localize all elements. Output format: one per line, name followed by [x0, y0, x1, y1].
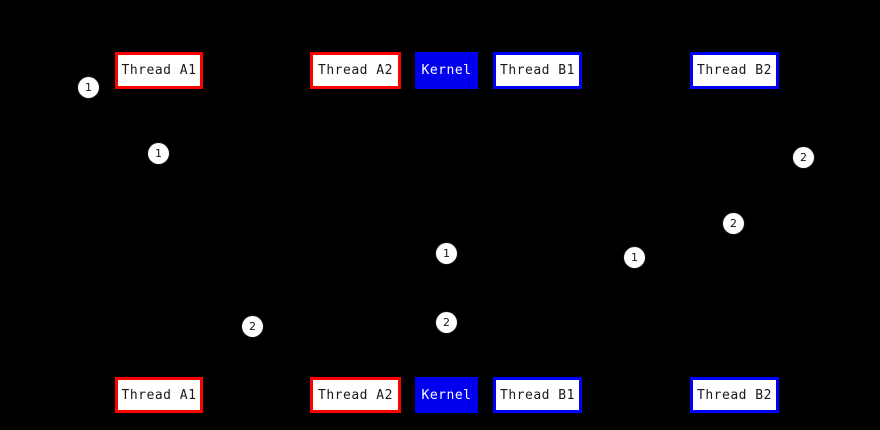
- participant-label: Thread B2: [697, 387, 772, 403]
- participant-thread-b2-bottom[interactable]: Thread B2: [690, 377, 779, 413]
- lifeline-thread-a2: [355, 89, 356, 377]
- participant-thread-b2-top[interactable]: Thread B2: [690, 52, 779, 89]
- lifeline-thread-b1: [537, 89, 538, 377]
- participant-label: Thread B1: [500, 387, 575, 403]
- step-badge-label: 2: [730, 217, 737, 230]
- step-badge-label: 1: [631, 251, 638, 264]
- participant-label: Thread B2: [697, 63, 772, 78]
- lifeline-kernel-anchor: [445, 89, 448, 92]
- participant-label: Kernel: [421, 63, 472, 78]
- lifeline-thread-b1-anchor: [536, 89, 539, 92]
- participant-thread-a1-top[interactable]: Thread A1: [115, 52, 203, 89]
- msg-7-arrowhead: [355, 337, 363, 345]
- lifeline-thread-a1: [159, 89, 160, 377]
- step-badge-label: 1: [155, 147, 162, 160]
- step-badge-label: 2: [800, 151, 807, 164]
- participant-thread-a2-top[interactable]: Thread A2: [310, 52, 401, 89]
- lifeline-thread-b2-anchor: [733, 89, 736, 92]
- msg-3-line: [446, 240, 537, 241]
- step-badge-badge-2-a: 2: [793, 147, 814, 168]
- msg-7-line: [355, 340, 446, 341]
- msg-4-arrowhead: [726, 277, 734, 285]
- participant-label: Thread B1: [500, 63, 575, 78]
- participant-label: Thread A1: [121, 387, 197, 403]
- lifeline-thread-a1-anchor: [158, 374, 161, 377]
- msg-1-arrowhead: [347, 137, 355, 145]
- lifeline-kernel-anchor: [445, 374, 448, 377]
- msg-2-line: [355, 200, 446, 201]
- step-badge-badge-1-a: 1: [78, 77, 99, 98]
- step-badge-badge-2-d: 2: [242, 316, 263, 337]
- step-badge-badge-2-c: 2: [436, 312, 457, 333]
- lifeline-thread-a1-anchor: [158, 89, 161, 92]
- step-badge-badge-1-b: 1: [148, 143, 169, 164]
- participant-kernel-bottom[interactable]: Kernel: [415, 377, 478, 413]
- participant-thread-b1-top[interactable]: Thread B1: [493, 52, 582, 89]
- msg-3-arrowhead: [529, 237, 537, 245]
- lifeline-thread-b1-anchor: [536, 374, 539, 377]
- msg-1-line: [159, 140, 355, 141]
- msg-8-line: [159, 358, 355, 359]
- lifeline-kernel: [446, 89, 447, 377]
- participant-thread-a2-bottom[interactable]: Thread A2: [310, 377, 401, 413]
- msg-6-line: [446, 320, 537, 321]
- participant-thread-a1-bottom[interactable]: Thread A1: [115, 377, 203, 413]
- msg-2-arrowhead: [438, 197, 446, 205]
- participant-label: Thread A1: [121, 63, 197, 78]
- lifeline-thread-b2-anchor: [733, 374, 736, 377]
- msg-8-arrowhead: [159, 355, 167, 363]
- participant-label: Thread A2: [318, 63, 393, 78]
- participant-label: Kernel: [421, 387, 472, 403]
- step-badge-badge-2-b: 2: [723, 213, 744, 234]
- participant-thread-b1-bottom[interactable]: Thread B1: [493, 377, 582, 413]
- step-badge-label: 2: [443, 316, 450, 329]
- step-badge-label: 2: [249, 320, 256, 333]
- step-badge-label: 1: [85, 81, 92, 94]
- lifeline-thread-a2-anchor: [354, 89, 357, 92]
- msg-5-arrowhead: [537, 297, 545, 305]
- msg-4-line: [537, 280, 734, 281]
- step-badge-badge-1-c: 1: [436, 243, 457, 264]
- step-badge-label: 1: [443, 247, 450, 260]
- lifeline-thread-a2-anchor: [354, 374, 357, 377]
- step-badge-badge-1-d: 1: [624, 247, 645, 268]
- participant-label: Thread A2: [318, 387, 393, 403]
- participant-kernel-top[interactable]: Kernel: [415, 52, 478, 89]
- msg-5-line: [537, 300, 734, 301]
